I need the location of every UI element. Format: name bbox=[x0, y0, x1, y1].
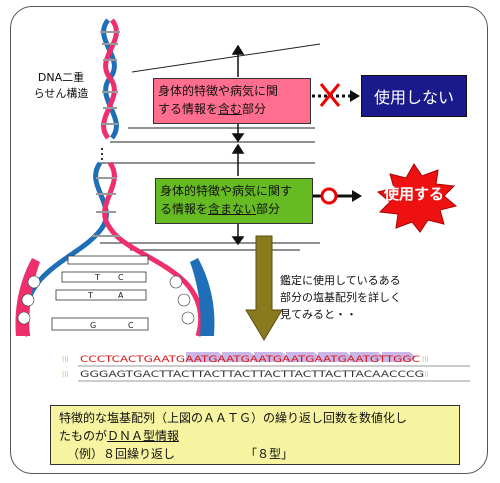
not-use-box: 使用しない bbox=[361, 75, 467, 117]
sequence-region: lll lll lll lll CCCTCACTGAATGAATGAATGAAT… bbox=[62, 352, 470, 382]
exclude-box-suffix: 部分 bbox=[256, 202, 281, 216]
exclude-box-underlined: 含まない bbox=[208, 202, 257, 216]
result-line2-text: たものが bbox=[59, 429, 108, 443]
svg-text:C: C bbox=[128, 321, 134, 330]
sequence-top-left-marks: lll bbox=[62, 355, 69, 364]
result-type-text: 「８型」 bbox=[245, 447, 294, 461]
dna-type-info-label: ＤＮＡ型情報 bbox=[107, 429, 180, 443]
dna-helix-icon: T C T A G C bbox=[15, 18, 215, 337]
svg-text:A: A bbox=[118, 291, 124, 300]
x-mark-icon bbox=[319, 83, 341, 107]
sequence-bottom-right-marks: lll bbox=[422, 370, 429, 379]
exclude-box-line1: 身体的特徴や病気に関す bbox=[160, 184, 293, 198]
circle-mark-icon bbox=[320, 187, 338, 205]
dna-label-line1: DNA二重 bbox=[37, 71, 85, 84]
sequence-bottom: GGGAGTGACTTACTTACTTACTTACTTACTTACTTACAAC… bbox=[80, 370, 424, 380]
sequence-bottom-left-marks: lll bbox=[62, 370, 69, 379]
not-use-label: 使用しない bbox=[373, 88, 454, 107]
result-line3: （例）８回繰り返し 「８型」 bbox=[59, 445, 451, 463]
range-arrows bbox=[231, 44, 245, 246]
include-box-underlined: 含む bbox=[218, 102, 243, 116]
caption-line2: 部分の塩基配列を詳しく bbox=[280, 291, 401, 304]
include-info-box: 身体的特徴や病気に関 する情報を含む部分 bbox=[153, 78, 311, 124]
result-line2: たものがＤＮＡ型情報 bbox=[59, 427, 451, 445]
exclude-box-line2: る情報を含まない部分 bbox=[160, 200, 308, 218]
caption-line1: 鑑定に使用しているある bbox=[280, 274, 401, 287]
sequence-top: CCCTCACTGAATGAATGAATGAATGAATGAATGAATGTTG… bbox=[80, 355, 420, 365]
use-label: 使用する bbox=[383, 185, 444, 203]
dna-structure-label: DNA二重 らせん構造 bbox=[24, 70, 98, 102]
exclude-info-box: 身体的特徴や病気に関す る情報を含まない部分 bbox=[155, 178, 313, 224]
include-box-text: する情報を bbox=[158, 102, 219, 116]
include-box-suffix: 部分 bbox=[242, 102, 267, 116]
result-box: 特徴的な塩基配列（上図のＡＡＴＧ）の繰り返し回数を数値化し たものがＤＮＡ型情報… bbox=[50, 405, 460, 465]
result-example-text: （例）８回繰り返し bbox=[67, 447, 176, 461]
sequence-caption: 鑑定に使用しているある 部分の塩基配列を詳しく 見てみると・・ bbox=[280, 272, 460, 323]
svg-text:G: G bbox=[90, 321, 96, 330]
svg-text:C: C bbox=[118, 273, 124, 282]
caption-line3: 見てみると・・ bbox=[280, 308, 357, 321]
sequence-top-right-marks: lll bbox=[422, 355, 429, 364]
svg-text:T: T bbox=[94, 273, 100, 282]
include-box-line2: する情報を含む部分 bbox=[158, 100, 306, 118]
svg-text:T: T bbox=[87, 291, 93, 300]
use-burst-shape bbox=[376, 163, 458, 233]
dna-label-line2: らせん構造 bbox=[33, 87, 89, 100]
exclude-box-text: る情報を bbox=[160, 202, 209, 216]
include-box-line1: 身体的特徴や病気に関 bbox=[158, 84, 279, 98]
result-line1: 特徴的な塩基配列（上図のＡＡＴＧ）の繰り返し回数を数値化し bbox=[59, 411, 408, 425]
down-arrow-icon bbox=[245, 235, 283, 341]
